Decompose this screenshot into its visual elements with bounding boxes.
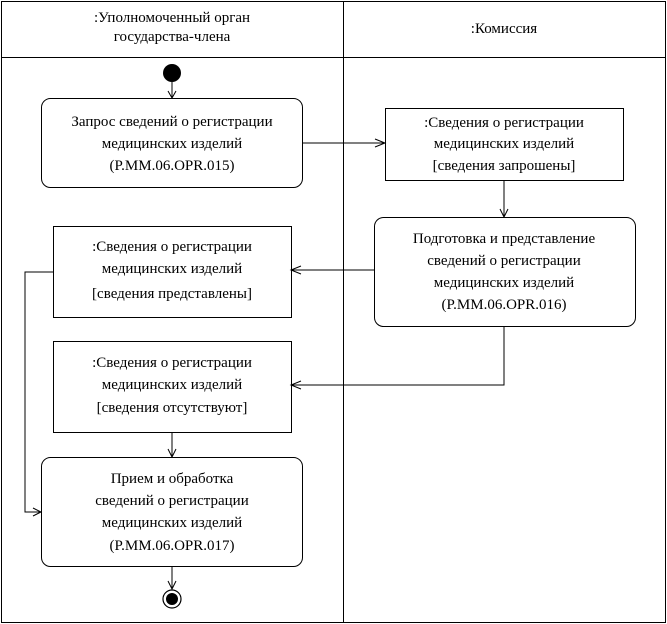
- edge-initial-to-request[interactable]: [167, 82, 177, 100]
- lane-title-line: :Комиссия: [471, 21, 538, 37]
- node-text-line: [сведения запрошены]: [433, 158, 576, 174]
- edge-receive-to-final[interactable]: [167, 566, 177, 591]
- arrowhead: [374, 138, 387, 148]
- edge-info-provided-to-receive[interactable]: [24, 271, 53, 517]
- node-text-line: медицинских изделий: [434, 136, 574, 152]
- edge-prepare-to-info-absent[interactable]: [289, 326, 505, 390]
- initial-node[interactable]: [163, 64, 181, 82]
- arrowhead: [32, 507, 43, 517]
- node-text-line: :Сведения о регистрации: [92, 355, 252, 371]
- edge-prepare-to-info-provided[interactable]: [289, 265, 374, 275]
- node-text-line: медицинских изделий: [434, 275, 574, 291]
- node-text-line: Прием и обработка: [111, 471, 234, 487]
- node-text-line: [сведения представлены]: [92, 286, 252, 302]
- node-text-line: сведений о регистрации: [427, 253, 580, 269]
- object-shape: [53, 341, 292, 433]
- final-node-core: [166, 593, 178, 605]
- action-receive-and-process-info[interactable]: Прием и обработка сведений о регистрации…: [41, 457, 303, 567]
- lane-title-line: государства-члена: [114, 29, 231, 45]
- edge-line: [24, 271, 53, 513]
- node-text-line: (P.MM.06.OPR.015): [109, 158, 234, 174]
- node-text-line: (P.MM.06.OPR.017): [109, 538, 234, 554]
- object-info-provided[interactable]: :Сведения о регистрации медицинских изде…: [53, 226, 292, 318]
- arrowhead: [499, 208, 509, 219]
- arrowhead: [289, 265, 302, 275]
- object-info-requested[interactable]: :Сведения о регистрации медицинских изде…: [385, 108, 624, 181]
- node-text-line: Запрос сведений о регистрации: [71, 114, 272, 130]
- edges: [24, 82, 509, 591]
- final-node[interactable]: [162, 589, 182, 609]
- object-shape: [53, 226, 292, 318]
- node-text-line: медицинских изделий: [102, 261, 242, 277]
- node-text-line: :Сведения о регистрации: [92, 239, 252, 255]
- node-text-line: (P.MM.06.OPR.016): [441, 297, 566, 313]
- lane-header-member-state: :Уполномоченный орган государства-члена: [94, 10, 250, 45]
- node-text-line: Подготовка и представление: [413, 231, 596, 247]
- arrowhead: [289, 380, 302, 390]
- arrowhead: [167, 90, 177, 100]
- action-shape: [374, 217, 636, 327]
- edge-line: [291, 326, 505, 386]
- arrowhead: [167, 448, 177, 459]
- node-text-line: :Сведения о регистрации: [424, 115, 584, 131]
- action-request-registration-info[interactable]: Запрос сведений о регистрации медицински…: [41, 98, 303, 188]
- object-shape: [385, 108, 624, 181]
- action-prepare-and-provide-info[interactable]: Подготовка и представление сведений о ре…: [374, 217, 636, 327]
- arrowhead: [167, 580, 177, 591]
- node-text-line: медицинских изделий: [102, 136, 242, 152]
- node-text-line: медицинских изделий: [102, 377, 242, 393]
- edge-info-requested-to-prepare[interactable]: [499, 180, 509, 219]
- node-text-line: [сведения отсутствуют]: [97, 400, 248, 416]
- node-text-line: сведений о регистрации: [95, 493, 248, 509]
- lane-title-line: :Уполномоченный орган: [94, 10, 250, 26]
- lane-header-commission: :Комиссия: [471, 21, 538, 37]
- edge-info-absent-to-receive[interactable]: [167, 432, 177, 459]
- object-info-absent[interactable]: :Сведения о регистрации медицинских изде…: [53, 341, 292, 433]
- node-text-line: медицинских изделий: [102, 515, 242, 531]
- edge-request-to-info-requested[interactable]: [302, 138, 387, 148]
